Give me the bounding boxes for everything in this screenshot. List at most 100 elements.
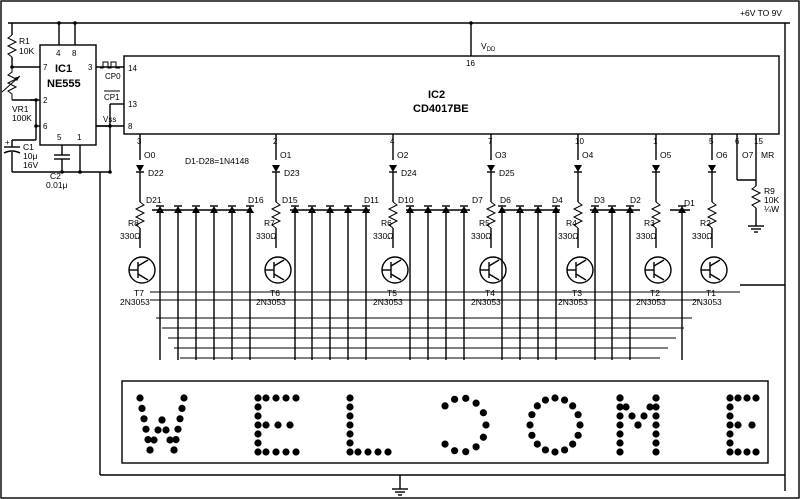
label-d3: D3 [594, 195, 605, 205]
led-l [346, 412, 354, 420]
led-e [262, 421, 270, 429]
svg-text:+: + [5, 138, 10, 147]
led-o [569, 440, 577, 448]
led-e2 [726, 448, 734, 456]
ground-symbol [392, 488, 408, 496]
led-m [640, 412, 648, 420]
led-c [479, 433, 487, 441]
matrix-diode-22 [678, 206, 686, 213]
led-c [450, 447, 459, 455]
matrix-diode-14 [460, 206, 468, 213]
ic2-chip [123, 55, 780, 135]
resistor-r7 [270, 201, 282, 229]
vr1-potentiometer [6, 67, 18, 100]
led-display-panel [121, 380, 769, 464]
led-e2 [734, 448, 742, 456]
led-l [364, 448, 372, 456]
output-label-o1: O1 [280, 150, 292, 160]
led-w [176, 415, 184, 423]
ic2-name: IC2 [428, 89, 445, 101]
matrix-diode-21 [626, 206, 634, 213]
led-c [482, 421, 490, 429]
ic2-pin-7: 7 [488, 137, 493, 146]
output-label-o3: O3 [495, 150, 507, 160]
svg-text:2: 2 [43, 96, 48, 105]
label-d23: D23 [284, 168, 300, 178]
resistor-r4 [572, 201, 584, 229]
c2-value: 0.01μ [46, 180, 68, 190]
diode-d25 [487, 165, 495, 172]
label-resistor-value: 330Ω [256, 231, 277, 241]
matrix-diode-19 [591, 206, 599, 213]
matrix-diode-7 [308, 206, 316, 213]
ic2-vss: Vss [103, 115, 116, 124]
label-transistor-part: 2N3053 [636, 297, 666, 307]
led-w [178, 404, 186, 412]
ic2-cp1-pin: 13 [128, 100, 137, 109]
matrix-diode-13 [442, 206, 450, 213]
led-o [541, 396, 550, 404]
label-transistor-part: 2N3053 [120, 297, 150, 307]
led-l [346, 394, 354, 402]
c1-voltage: 16V [23, 160, 38, 170]
label-transistor-part: 2N3053 [373, 297, 403, 307]
ic2-cp0-pin: 14 [128, 64, 137, 73]
output-label-o2: O2 [397, 150, 409, 160]
ic2-pin-3: 3 [137, 137, 142, 146]
svg-text:3: 3 [88, 63, 93, 72]
r9-value: 10K [764, 195, 779, 205]
led-m [616, 448, 624, 456]
led-l [346, 403, 354, 411]
led-l [346, 448, 354, 456]
resistor-r5 [485, 201, 497, 229]
ic2-pin-4: 4 [390, 137, 395, 146]
led-m [616, 394, 624, 402]
diode-d24 [389, 165, 397, 172]
matrix-diode-17 [534, 206, 542, 213]
label-d10: D10 [398, 195, 414, 205]
led-m [616, 412, 624, 420]
svg-text:1: 1 [77, 133, 82, 142]
led-w [140, 415, 148, 423]
led-e [286, 421, 294, 429]
led-e2 [752, 394, 760, 402]
led-l [346, 421, 354, 429]
label-resistor: R8 [128, 218, 139, 228]
led-display [136, 394, 760, 456]
ic2-pin-15: 15 [754, 137, 763, 146]
led-w [172, 435, 180, 444]
svg-text:4: 4 [56, 49, 61, 58]
matrix-diode-9 [344, 206, 352, 213]
led-o [560, 446, 569, 454]
led-l [374, 448, 382, 456]
led-m [622, 403, 630, 411]
matrix-diode-3 [210, 206, 218, 213]
led-e2 [726, 430, 734, 438]
led-o [528, 431, 536, 439]
label-transistor-part: 2N3053 [471, 297, 501, 307]
led-o [528, 411, 536, 419]
led-e [272, 448, 280, 456]
clock-pulse-icon [100, 61, 120, 69]
output-label-mr: MR [761, 150, 774, 160]
label-resistor-value: 330Ω [471, 231, 492, 241]
resistor-r3 [650, 201, 662, 229]
ic2-vss-pin: 8 [128, 122, 133, 131]
label-transistor: T6 [270, 288, 280, 298]
ic2-cp1: CP1 [104, 93, 120, 102]
matrix-diode-4 [228, 206, 236, 213]
led-c [462, 394, 470, 402]
ic2-pin-2: 2 [273, 137, 278, 146]
stage-diode [574, 165, 582, 172]
led-w [150, 436, 158, 444]
r1-resistor [6, 34, 18, 58]
led-m [652, 421, 660, 429]
matrix-diode-6 [291, 206, 299, 213]
led-e2 [726, 403, 734, 411]
led-e [254, 412, 262, 420]
led-e2 [743, 394, 751, 402]
led-w [170, 446, 178, 454]
led-e [292, 448, 300, 456]
r9-resistor [750, 185, 762, 209]
led-e [254, 394, 262, 402]
